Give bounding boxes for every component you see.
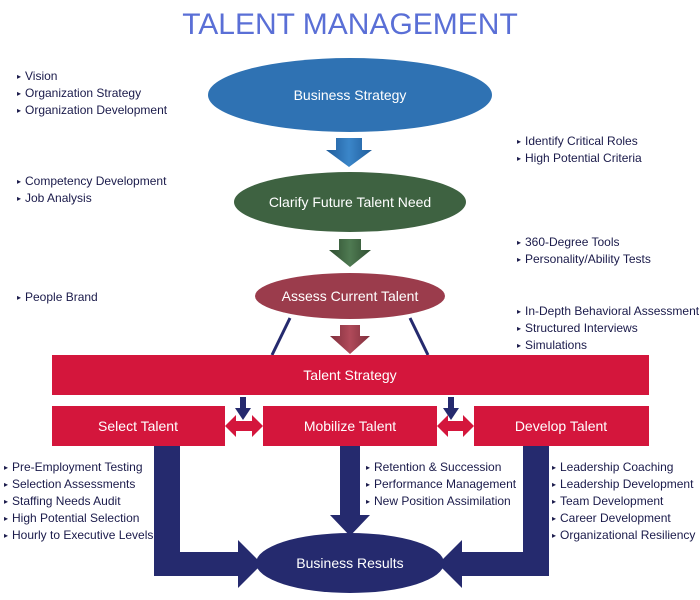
bullet-icon: ▸ <box>366 480 370 489</box>
bullet-icon: ▸ <box>552 463 556 472</box>
bullet-icon: ▸ <box>366 497 370 506</box>
double-arrow-left <box>225 415 263 437</box>
mobilize-talent-label: Mobilize Talent <box>304 418 396 434</box>
bullet-item: Retention & Succession <box>374 460 501 474</box>
bullet-icon: ▸ <box>17 89 21 98</box>
bullet-icon: ▸ <box>4 497 8 506</box>
mobilize-talent-list: ▸ Retention & Succession ▸ Performance Mana… <box>366 460 517 508</box>
bullet-item: High Potential Selection <box>12 511 139 525</box>
bullet-item: Performance Management <box>374 477 517 491</box>
bullet-icon: ▸ <box>517 324 521 333</box>
bullet-item: Career Development <box>560 511 671 525</box>
bullet-item: Hourly to Executive Levels <box>12 528 153 542</box>
double-arrow-right <box>437 415 474 437</box>
bullet-item: Job Analysis <box>25 191 92 205</box>
clarify-future-talent-need-node <box>234 172 466 232</box>
connector-line-right <box>408 317 430 356</box>
bullet-icon: ▸ <box>17 106 21 115</box>
critical-roles-list: ▸ Identify Critical Roles ▸ High Potential … <box>517 134 642 165</box>
diagram-title: TALENT MANAGEMENT <box>182 8 518 41</box>
bullet-item: Competency Development <box>25 174 167 188</box>
business-results-node <box>256 533 444 593</box>
bullet-icon: ▸ <box>517 238 521 247</box>
bullet-icon: ▸ <box>17 72 21 81</box>
business-strategy-node <box>208 58 492 132</box>
mobilize-talent-box <box>263 406 437 446</box>
clarify-future-talent-need-label: Clarify Future Talent Need <box>269 194 431 210</box>
bullet-item: Leadership Coaching <box>560 460 673 474</box>
bullet-item: Selection Assessments <box>12 477 135 491</box>
bullet-icon: ▸ <box>552 480 556 489</box>
bullet-icon: ▸ <box>552 514 556 523</box>
bullet-item: In-Depth Behavioral Assessment <box>525 304 700 318</box>
bullet-item: 360-Degree Tools <box>525 235 620 249</box>
develop-flow-arrow <box>438 446 549 588</box>
bullet-icon: ▸ <box>4 463 8 472</box>
bullet-item: Personality/Ability Tests <box>525 252 651 266</box>
bullet-item: People Brand <box>25 290 98 304</box>
bullet-item: Simulations <box>525 338 587 352</box>
bullet-item: Staffing Needs Audit <box>12 494 121 508</box>
bullet-item: Organization Development <box>25 103 168 117</box>
business-strategy-label: Business Strategy <box>294 87 407 103</box>
develop-talent-box <box>474 406 649 446</box>
bullet-icon: ▸ <box>4 531 8 540</box>
bullet-item: Structured Interviews <box>525 321 638 335</box>
bullet-item: Pre-Employment Testing <box>12 460 143 474</box>
flow-arrow-1 <box>326 138 372 167</box>
develop-talent-label: Develop Talent <box>515 418 607 434</box>
bullet-item: Leadership Development <box>560 477 694 491</box>
flow-arrow-3 <box>330 325 370 354</box>
bullet-icon: ▸ <box>17 194 21 203</box>
competency-list: ▸ Competency Development ▸ Job Analysis <box>17 174 167 205</box>
bullet-icon: ▸ <box>517 341 521 350</box>
down-arrow-left <box>235 397 251 420</box>
strategy-inputs-list: ▸ Vision ▸ Organization Strategy ▸ Organizati… <box>17 69 168 117</box>
bullet-icon: ▸ <box>517 154 521 163</box>
bullet-icon: ▸ <box>17 177 21 186</box>
talent-strategy-label: Talent Strategy <box>303 367 396 383</box>
bullet-icon: ▸ <box>552 497 556 506</box>
mobilize-flow-arrow <box>330 446 370 536</box>
develop-talent-list: ▸ Leadership Coaching ▸ Leadership Developm… <box>552 460 695 542</box>
bullet-icon: ▸ <box>366 463 370 472</box>
select-flow-arrow <box>154 446 262 588</box>
bullet-icon: ▸ <box>4 514 8 523</box>
flow-arrow-2 <box>329 239 371 267</box>
bullet-item: Vision <box>25 69 57 83</box>
bullet-item: Team Development <box>560 494 664 508</box>
bullet-item: Organization Strategy <box>25 86 141 100</box>
bullet-lists: ▸ Vision ▸ Organization Strategy ▸ Organizati… <box>4 69 700 542</box>
select-talent-label: Select Talent <box>98 418 178 434</box>
down-arrow-right <box>443 397 459 420</box>
select-talent-list: ▸ Pre-Employment Testing ▸ Selection Assess… <box>4 460 153 542</box>
people-brand-list: ▸ People Brand <box>17 290 98 304</box>
bullet-item: Organizational Resiliency <box>560 528 695 542</box>
bullet-icon: ▸ <box>517 137 521 146</box>
tools-list: ▸ 360-Degree Tools ▸ Personality/Ability Te… <box>517 235 651 266</box>
assessments-list: ▸ In-Depth Behavioral Assessment ▸ Structur… <box>517 304 700 352</box>
assess-current-talent-node <box>255 273 445 319</box>
bullet-item: Identify Critical Roles <box>525 134 638 148</box>
bullet-icon: ▸ <box>517 255 521 264</box>
bullet-item: High Potential Criteria <box>525 151 642 165</box>
bullet-icon: ▸ <box>552 531 556 540</box>
bullet-item: New Position Assimilation <box>374 494 511 508</box>
select-talent-box <box>52 406 225 446</box>
business-results-label: Business Results <box>296 555 403 571</box>
talent-strategy-bar <box>52 355 649 395</box>
connector-line-left <box>270 317 292 356</box>
assess-current-talent-label: Assess Current Talent <box>282 288 419 304</box>
bullet-icon: ▸ <box>517 307 521 316</box>
bullet-icon: ▸ <box>17 293 21 302</box>
bullet-icon: ▸ <box>4 480 8 489</box>
